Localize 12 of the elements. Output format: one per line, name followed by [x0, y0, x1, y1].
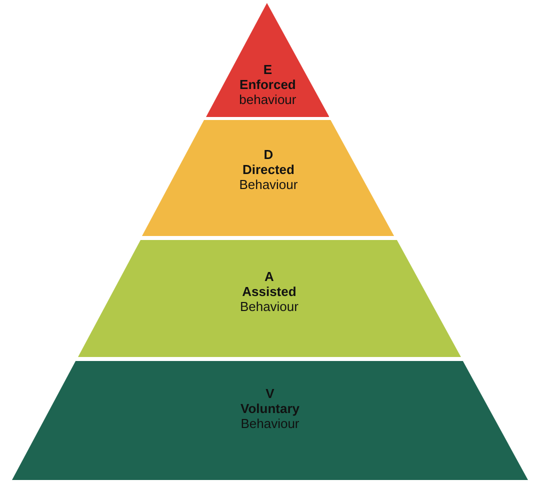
tier-letter: A	[264, 269, 274, 284]
tier-subtitle: Behaviour	[240, 299, 298, 314]
tier-letter: D	[264, 147, 274, 162]
tier-subtitle: behaviour	[239, 92, 296, 107]
tier-title: Voluntary	[240, 401, 300, 416]
tier-title: Enforced	[240, 77, 296, 92]
tier-letter: V	[266, 386, 274, 401]
tier-title: Assisted	[242, 284, 296, 299]
tier-subtitle: Behaviour	[240, 416, 300, 431]
tier-title: Directed	[242, 162, 294, 177]
tier-subtitle: Behaviour	[239, 177, 298, 192]
tier-letter: E	[263, 62, 272, 77]
